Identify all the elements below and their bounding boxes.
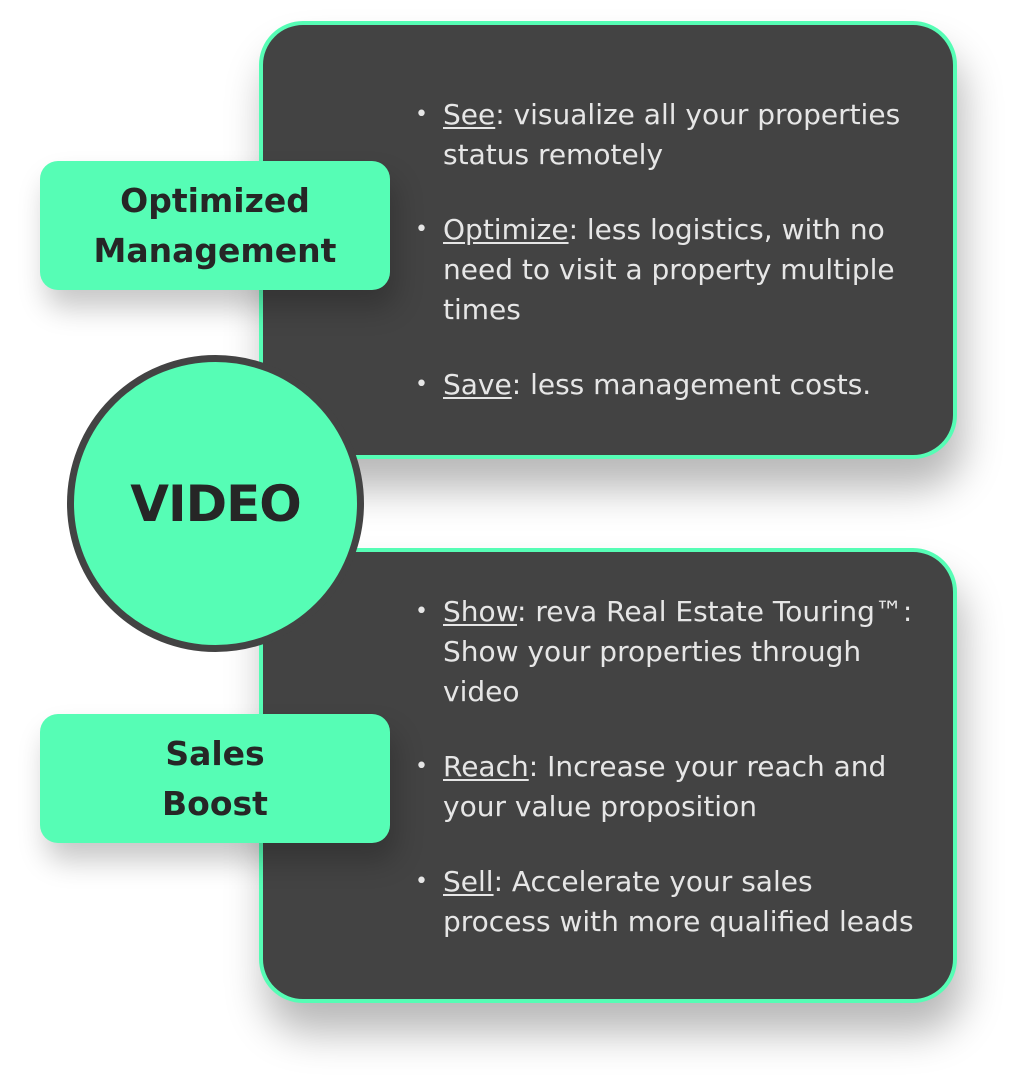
label-line: Optimized [120, 180, 310, 220]
benefit-text: : less management costs. [511, 368, 872, 401]
video-hub-circle: VIDEO [67, 355, 364, 652]
list-item: • Save: less management costs. [413, 365, 925, 405]
sales-boost-label: Sales Boost [40, 714, 390, 843]
optimized-management-label: Optimized Management [40, 161, 390, 290]
benefit-keyword: See [443, 98, 496, 131]
sales-benefits-list: • Show: reva Real Estate Touring™: Show … [413, 592, 925, 977]
management-card: • See: visualize all your properties sta… [259, 21, 957, 459]
benefit-text: : visualize all your properties status r… [443, 98, 901, 171]
benefit-keyword: Optimize [443, 213, 569, 246]
bullet-icon: • [415, 754, 428, 779]
management-benefits-list: • See: visualize all your properties sta… [413, 95, 925, 440]
benefit-keyword: Save [443, 368, 512, 401]
benefit-text: : Accelerate your sales process with mor… [443, 865, 914, 938]
bullet-icon: • [415, 217, 428, 242]
benefit-keyword: Sell [443, 865, 494, 898]
benefit-keyword: Show [443, 595, 518, 628]
bullet-icon: • [415, 102, 428, 127]
benefit-keyword: Reach [443, 750, 529, 783]
label-line: Sales [165, 733, 265, 773]
benefit-text: : less logistics, with no need to visit … [443, 213, 895, 326]
bullet-icon: • [415, 869, 428, 894]
label-line: Management [93, 230, 337, 270]
list-item: • Reach: Increase your reach and your va… [413, 747, 925, 827]
bullet-icon: • [415, 599, 428, 624]
bullet-icon: • [415, 372, 428, 397]
benefit-text: : reva Real Estate Touring™: Show your p… [443, 595, 913, 708]
list-item: • Sell: Accelerate your sales process wi… [413, 862, 925, 942]
video-label: VIDEO [130, 474, 301, 533]
list-item: • Optimize: less logistics, with no need… [413, 210, 925, 330]
list-item: • See: visualize all your properties sta… [413, 95, 925, 175]
label-line: Boost [162, 783, 268, 823]
benefit-text: : Increase your reach and your value pro… [443, 750, 887, 823]
list-item: • Show: reva Real Estate Touring™: Show … [413, 592, 925, 712]
